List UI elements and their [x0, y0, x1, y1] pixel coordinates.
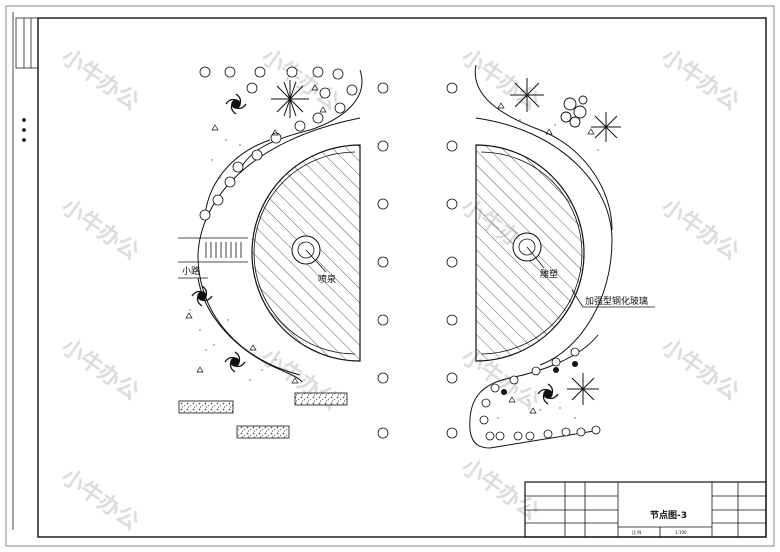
small-path-steps	[178, 237, 248, 279]
right-stipple	[497, 119, 599, 419]
gravel-bench	[236, 425, 290, 439]
right-ground-marks	[497, 102, 595, 414]
center-lamp-column-right	[446, 82, 458, 439]
glass-label: 加强型钢化玻璃	[585, 295, 648, 307]
right-star-plants	[510, 78, 621, 405]
center-lamp-column-left	[377, 82, 389, 439]
left-star-plant	[271, 80, 309, 118]
left-ground-marks	[185, 84, 327, 384]
outer-border	[5, 5, 775, 547]
scale-value: 1:100	[675, 530, 687, 535]
drawing-frame	[37, 17, 767, 538]
right-shrub-border	[479, 347, 601, 441]
right-dark-shrubs	[501, 361, 578, 395]
right-flower-shrub	[560, 95, 588, 128]
title-block	[524, 481, 767, 538]
binding-strip	[12, 12, 39, 530]
gravel-bench	[178, 400, 234, 414]
glass-leader	[571, 289, 584, 308]
sculpture-symbol	[512, 232, 545, 269]
sculpture-label: 雕塑	[540, 268, 558, 280]
gravel-bench	[294, 392, 348, 406]
left-pinwheel-plants	[191, 93, 247, 373]
drawing-title: 节点图-3	[650, 509, 687, 521]
fountain-label: 喷泉	[318, 273, 336, 285]
right-outer-path-curve	[474, 64, 613, 231]
left-stipple	[189, 139, 277, 381]
fountain-symbol	[291, 235, 327, 273]
left-shrub-row	[199, 66, 358, 221]
right-pinwheel-plant	[537, 383, 559, 405]
path-label: 小路	[182, 265, 200, 277]
scale-label: 比 例	[632, 529, 641, 535]
